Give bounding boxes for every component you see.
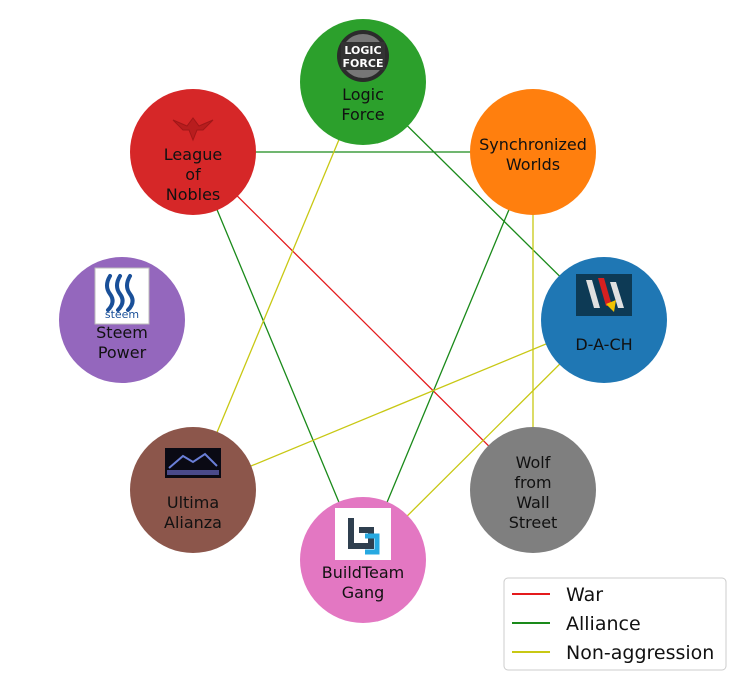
edge-alliance-league-of-nobles-buildteam-gang <box>192 151 364 561</box>
logo-text-line: FORCE <box>343 57 384 70</box>
node-d-a-ch: D-A-CH <box>541 257 667 383</box>
edge-non-aggression-logic-force-ultima-alianza <box>192 81 364 491</box>
node-label: Logic <box>342 85 384 104</box>
legend-item-war: War <box>512 584 603 606</box>
node-label: Alianza <box>164 513 222 532</box>
node-label: Worlds <box>506 155 560 174</box>
logo-text-line: steem <box>105 308 139 321</box>
node-label: Steem <box>96 323 148 342</box>
node-circle <box>130 427 256 553</box>
d-a-ch-logo-icon <box>576 274 632 316</box>
node-label: League <box>164 145 222 164</box>
ultima-alianza-logo-icon <box>165 448 221 478</box>
node-label: Synchronized <box>479 135 587 154</box>
steem-logo-icon: steem <box>94 267 150 325</box>
node-circle <box>470 89 596 215</box>
edge-war-league-of-nobles-wolf-from-wall-street <box>192 151 534 491</box>
legend-label: War <box>566 584 603 606</box>
node-label: Power <box>98 343 147 362</box>
node-label: Force <box>341 105 384 124</box>
node-circle <box>470 427 596 553</box>
node-label: Street <box>509 513 558 532</box>
node-label: Wolf <box>516 453 551 472</box>
legend-box <box>503 577 727 671</box>
node-label: of <box>185 165 201 184</box>
node-label: from <box>514 473 551 492</box>
node-label: Wall <box>516 493 550 512</box>
legend-item-non-aggression: Non-aggression <box>512 642 714 664</box>
node-circle <box>130 89 256 215</box>
legend-label: Non-aggression <box>566 642 714 664</box>
buildteam-logo-icon <box>335 508 391 560</box>
legend-item-alliance: Alliance <box>512 613 641 635</box>
node-label: Ultima <box>167 493 219 512</box>
node-label: BuildTeam <box>322 563 404 582</box>
logo-text-line: LOGIC <box>344 44 381 57</box>
node-label: D-A-CH <box>575 335 632 354</box>
node-label: Gang <box>342 583 385 602</box>
edge-non-aggression-d-a-ch-ultima-alianza <box>192 319 605 491</box>
eagle-crest-icon <box>172 117 214 142</box>
node-circle <box>541 257 667 383</box>
node-label: Nobles <box>166 185 221 204</box>
nodes-layer: LOGICFORCELogicForceSynchronizedWorldsD-… <box>59 19 667 623</box>
legend-label: Alliance <box>566 613 641 635</box>
edge-alliance-synchronized-worlds-buildteam-gang <box>362 151 534 561</box>
